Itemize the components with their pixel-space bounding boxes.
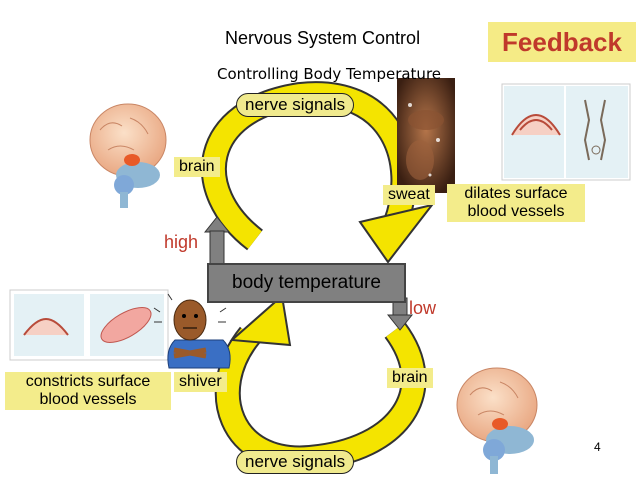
slide-title: Nervous System Control xyxy=(225,28,421,48)
low-label: low xyxy=(409,298,437,318)
sweat-label: sweat xyxy=(383,185,435,205)
brain-top-label: brain xyxy=(174,157,220,177)
body-temperature-box: body temperature xyxy=(207,263,406,303)
feedback-label: Feedback xyxy=(488,22,636,62)
skin-cross-section-dilated xyxy=(501,83,631,181)
high-up-arrow xyxy=(203,216,231,266)
constricts-label: constricts surface blood vessels xyxy=(5,372,171,410)
page-number: 4 xyxy=(594,440,601,454)
sweating-torso-photo xyxy=(397,78,455,193)
nerve-signals-bottom-label: nerve signals xyxy=(236,450,355,474)
brain-bottom-label: brain xyxy=(387,368,433,388)
brain-illustration-top xyxy=(89,103,167,208)
dilates-label: dilates surface blood vessels xyxy=(447,184,585,222)
slide-subtitle: Controlling Body Temperature xyxy=(217,65,442,83)
nerve-signals-top-label: nerve signals xyxy=(236,93,355,117)
brain-illustration-bottom xyxy=(456,367,538,474)
skin-cross-section-constricted xyxy=(9,289,169,361)
bottom-loop-arrow xyxy=(214,294,427,472)
shiver-label: shiver xyxy=(174,372,227,392)
shivering-person-illustration xyxy=(153,293,231,369)
high-label: high xyxy=(164,232,199,252)
